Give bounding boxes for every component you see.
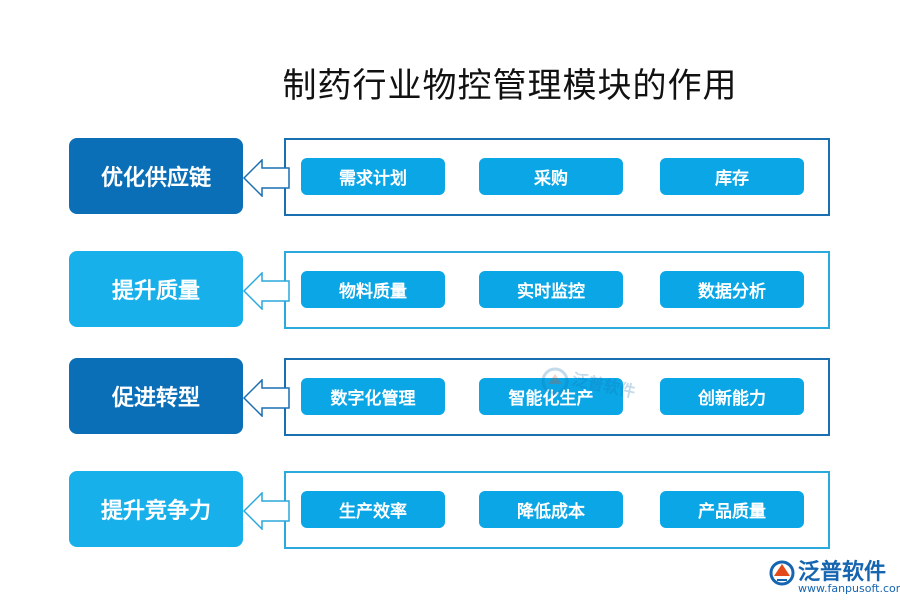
row-promote-transformation: 促进转型 数字化管理 智能化生产 创新能力 [0, 358, 900, 436]
brand-name: 泛普软件 [798, 560, 887, 585]
item-box: 智能化生产 [479, 378, 623, 415]
item-box: 产品质量 [660, 491, 804, 528]
arrow-left-icon [242, 159, 290, 197]
item-box: 数字化管理 [301, 378, 445, 415]
item-box: 采购 [479, 158, 623, 195]
item-box: 降低成本 [479, 491, 623, 528]
row-improve-quality: 提升质量 物料质量 实时监控 数据分析 [0, 251, 900, 329]
arrow-left-icon [242, 272, 290, 310]
row-optimize-supply-chain: 优化供应链 需求计划 采购 库存 [0, 138, 900, 216]
watermark-text: 泛普软件 [570, 369, 637, 402]
item-box: 实时监控 [479, 271, 623, 308]
row-label: 提升竞争力 [69, 471, 243, 547]
page-title: 制药行业物控管理模块的作用 [282, 66, 738, 106]
watermark-logo-icon [541, 367, 569, 395]
item-box: 生产效率 [301, 491, 445, 528]
item-box: 库存 [660, 158, 804, 195]
row-label: 促进转型 [69, 358, 243, 434]
arrow-left-icon [242, 492, 290, 530]
brand-url: www.fanpusoft.com [798, 582, 900, 595]
row-label: 提升质量 [69, 251, 243, 327]
row-improve-competitiveness: 提升竞争力 生产效率 降低成本 产品质量 [0, 471, 900, 549]
item-box: 数据分析 [660, 271, 804, 308]
arrow-left-icon [242, 379, 290, 417]
brand-logo: 泛普软件 www.fanpusoft.com [768, 554, 900, 598]
item-box: 物料质量 [301, 271, 445, 308]
item-box: 需求计划 [301, 158, 445, 195]
watermark: 泛普软件 [540, 366, 650, 416]
brand-logo-icon [769, 560, 795, 586]
item-box: 创新能力 [660, 378, 804, 415]
row-label: 优化供应链 [69, 138, 243, 214]
